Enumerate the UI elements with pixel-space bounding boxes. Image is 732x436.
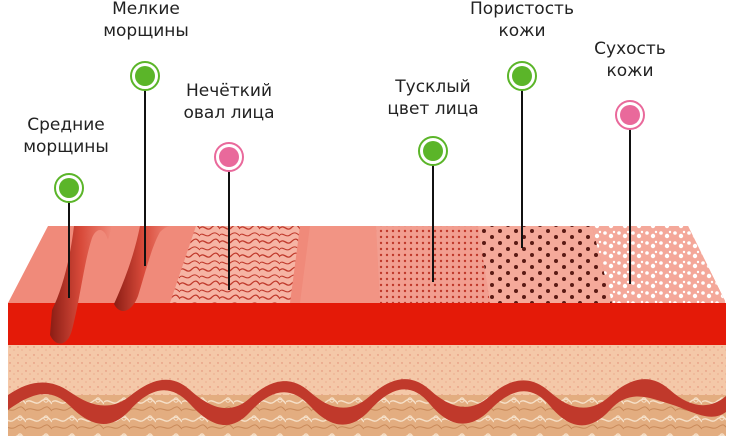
dryness-texture: [592, 226, 726, 303]
dull-complexion-label-line2: цвет лица: [387, 99, 479, 119]
dull-complexion-marker: [418, 136, 448, 166]
dull-complexion-label-line1: Тусклый: [395, 77, 471, 97]
fine-wrinkles-label-line1: Мелкие: [112, 0, 180, 19]
medium-wrinkles-marker: [54, 173, 84, 203]
porosity-marker: [507, 61, 537, 91]
plain-surface-zone: [300, 226, 380, 303]
dryness-label-line2: кожи: [606, 61, 654, 81]
medium-wrinkles-label-line2: морщины: [23, 137, 109, 157]
fine-wrinkle-groove: [114, 226, 172, 311]
fine-wrinkles-label-line2: морщины: [103, 21, 189, 41]
wavy-dermis-boundary: [8, 379, 726, 426]
dryness-marker: [615, 100, 645, 130]
blurry-oval-label-line2: овал лица: [183, 103, 275, 123]
blurry-oval-texture: [170, 226, 300, 303]
medium-wrinkles-label-line1: Средние: [27, 115, 105, 135]
medium-wrinkles-label: Средние морщины: [6, 114, 126, 158]
porosity-label: Пористость кожи: [458, 0, 586, 42]
dermis-layer: [8, 345, 726, 395]
dull-complexion-label: Тусклый цвет лица: [372, 76, 494, 120]
blurry-oval-marker: [214, 142, 244, 172]
fine-wrinkles-label: Мелкие морщины: [86, 0, 206, 42]
medium-wrinkle-groove: [50, 226, 112, 344]
dryness-label: Сухость кожи: [572, 38, 688, 82]
blurry-oval-label-line1: Нечёткий: [185, 81, 272, 101]
blurry-oval-label: Нечёткий овал лица: [166, 80, 292, 124]
pores-texture: [478, 226, 612, 303]
porosity-label-line1: Пористость: [470, 0, 574, 19]
epidermis-band: [8, 303, 726, 345]
porosity-label-line2: кожи: [498, 21, 546, 41]
dryness-label-line1: Сухость: [594, 39, 666, 59]
fine-wrinkles-marker: [130, 61, 160, 91]
